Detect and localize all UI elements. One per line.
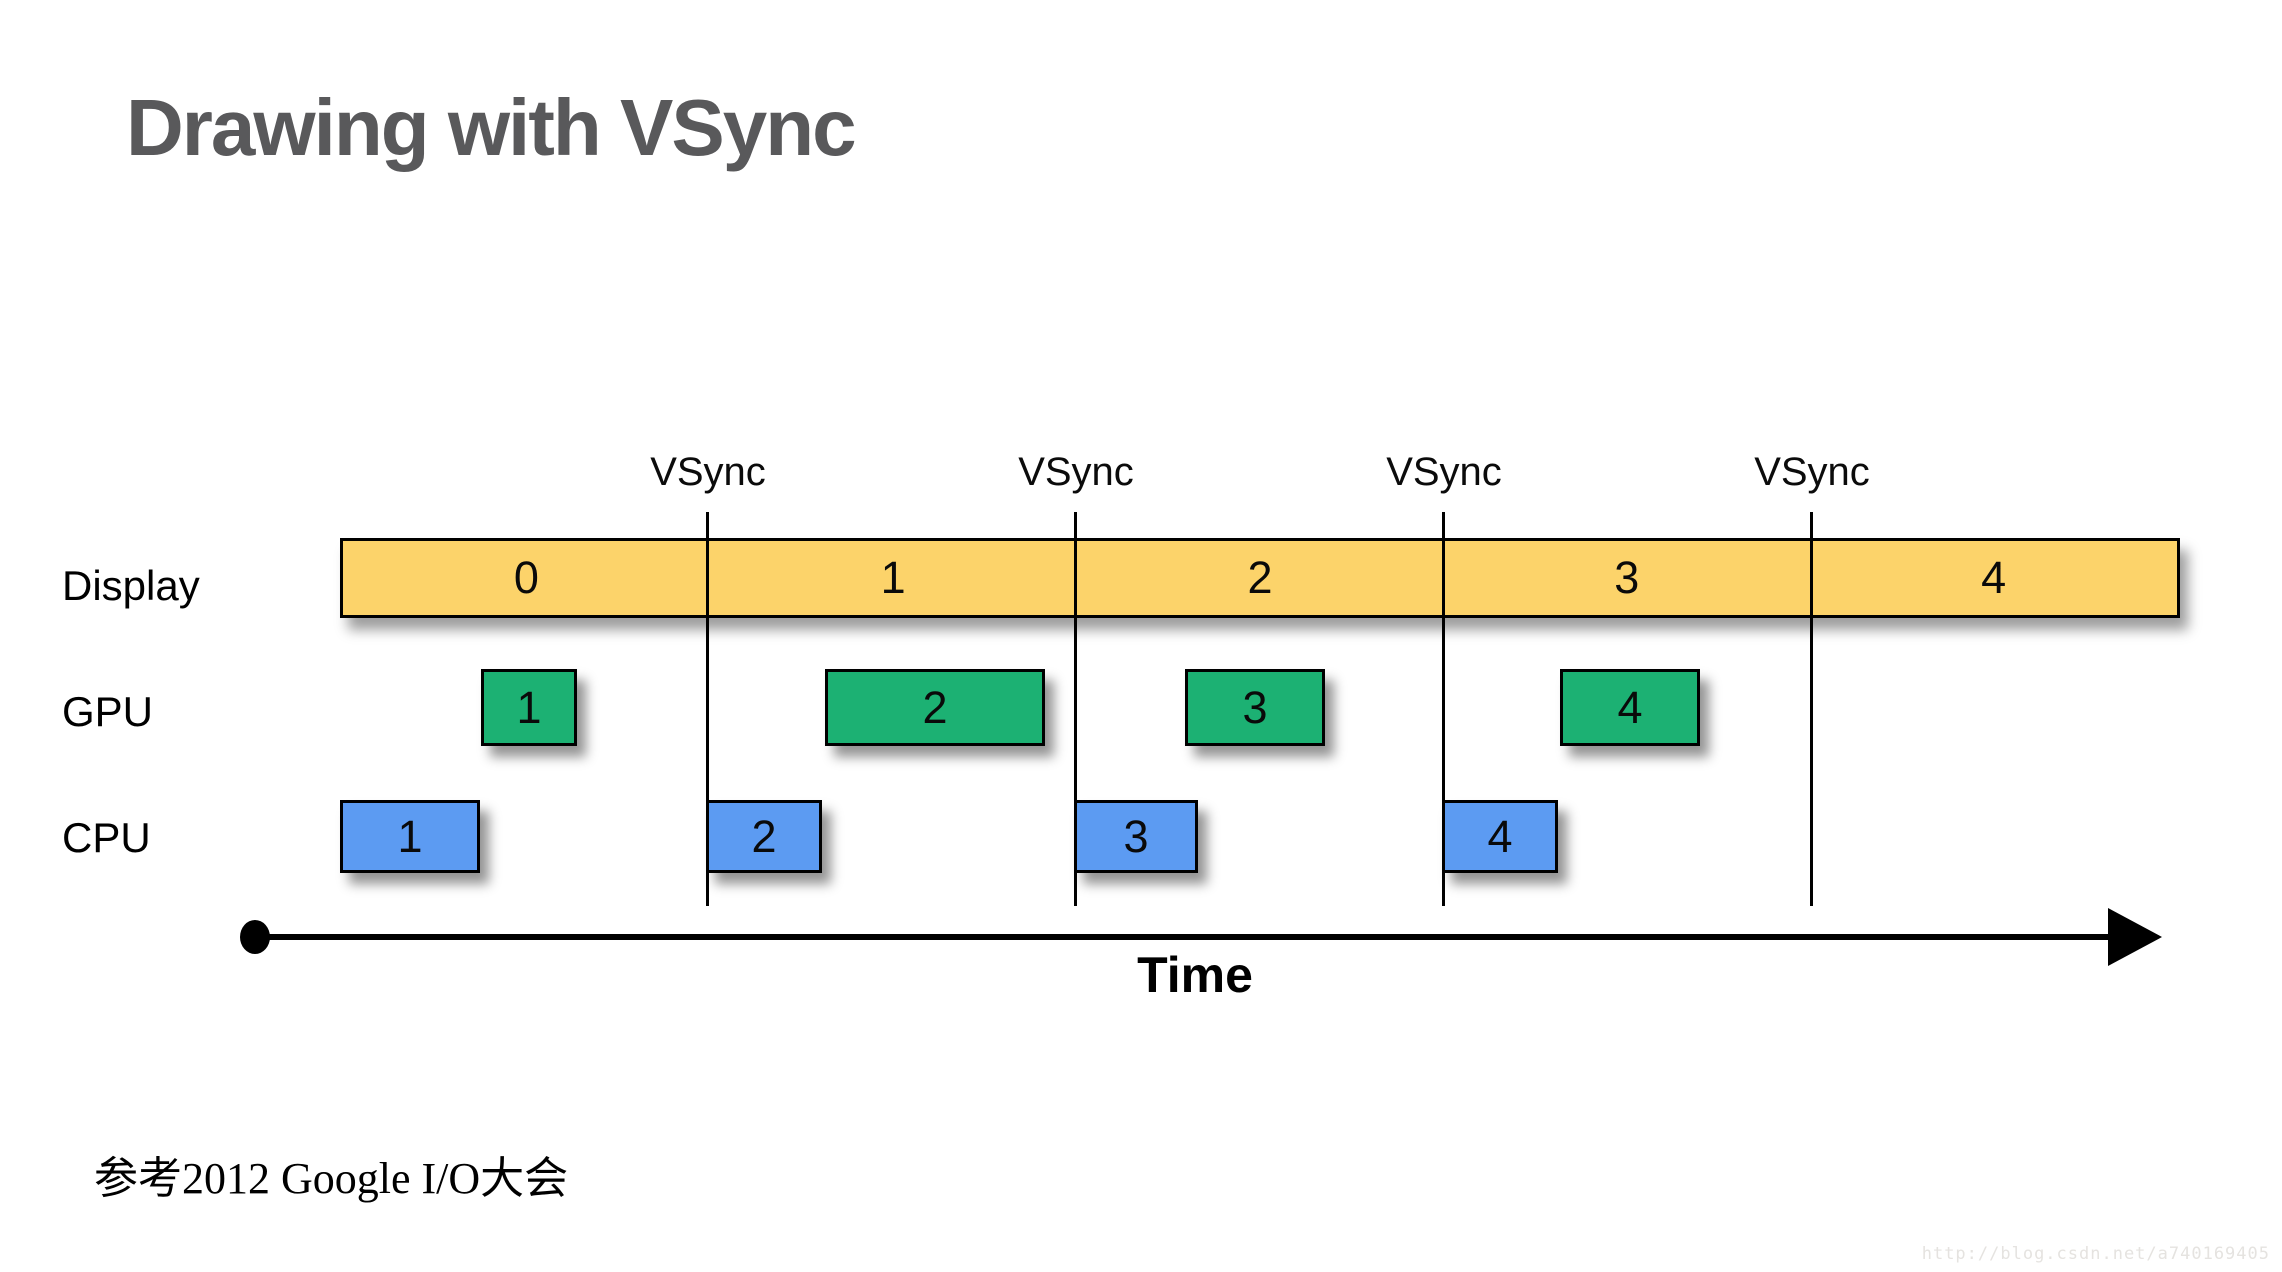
time-axis-label: Time [1137,947,1253,1003]
vsync-line-2 [1074,512,1077,906]
gpu-task-3: 3 [1185,669,1325,746]
display-frame-1: 1 [880,552,906,603]
time-axis-arrowhead-icon [2108,908,2162,966]
slide-title: Drawing with VSync [126,83,857,172]
display-frame-2: 2 [1247,552,1273,603]
cpu-task-2: 2 [706,800,822,873]
cpu-task-3: 3 [1074,800,1198,873]
watermark-text: http://blog.csdn.net/a740169405 [1921,1244,2270,1264]
cpu-task-4: 4 [1442,800,1558,873]
row-label-gpu: GPU [62,688,154,735]
gpu-task-2: 2 [825,669,1045,746]
gpu-task-4: 4 [1560,669,1700,746]
display-frame-0: 0 [513,552,539,603]
vsync-line-4 [1810,512,1813,906]
vsync-label-1: VSync [650,450,766,494]
row-label-display: Display [62,562,200,609]
display-frame-bar: 0 1 2 3 4 [340,538,2180,618]
display-frame-4: 4 [1981,552,2007,603]
gpu-task-1: 1 [481,669,577,746]
vsync-label-4: VSync [1754,450,1870,494]
row-label-cpu: CPU [62,814,151,861]
citation-text: 参考2012 Google I/O大会 [94,1154,569,1203]
time-axis-origin-dot-icon [240,920,270,954]
cpu-task-1: 1 [340,800,480,873]
time-axis-line [256,934,2118,940]
vsync-line-3 [1442,512,1445,906]
vsync-label-2: VSync [1018,450,1134,494]
vsync-label-3: VSync [1386,450,1502,494]
vsync-line-1 [706,512,709,906]
display-frame-3: 3 [1614,552,1640,603]
